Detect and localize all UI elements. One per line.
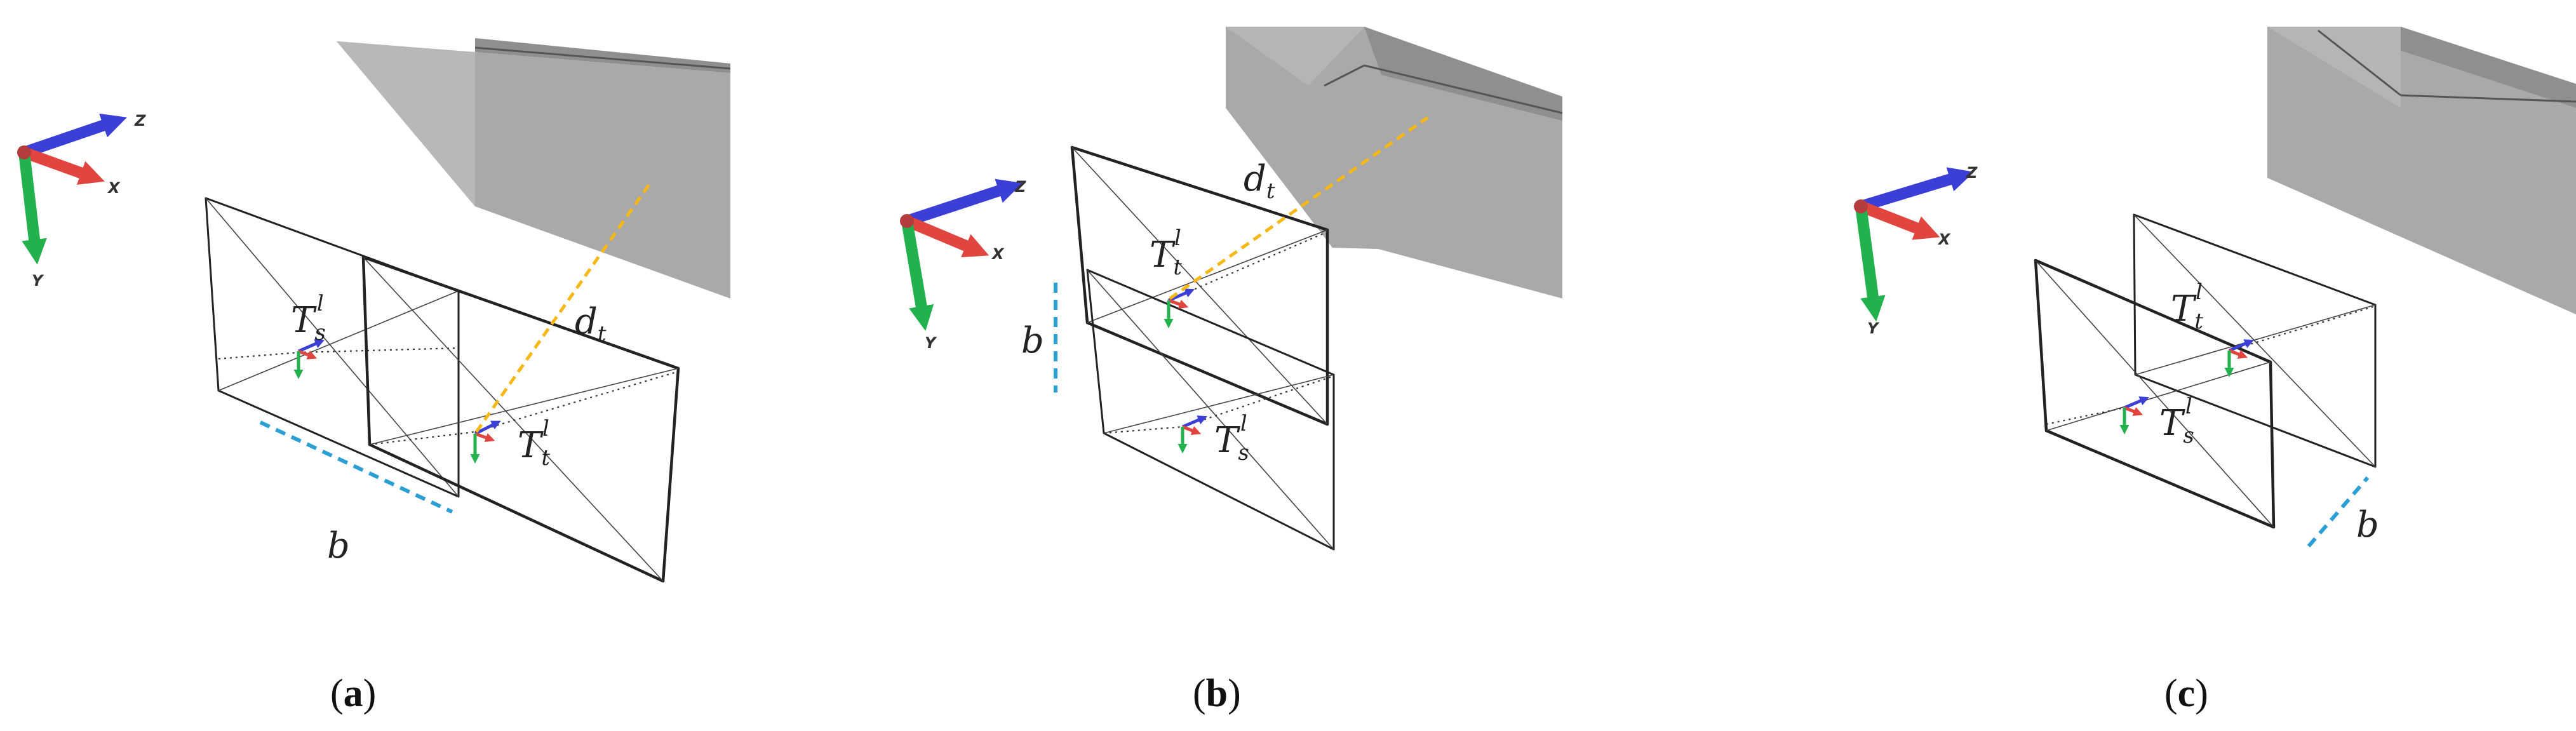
- depth-ray: [1169, 116, 1429, 300]
- source-camera-frustum: [205, 197, 460, 498]
- panel-b-label: (b): [1193, 672, 1241, 715]
- source-frame-label: Tsl: [2159, 394, 2194, 448]
- axis-y-label: Y: [32, 272, 44, 290]
- panel-c: Z X Y Ttl Tsl: [1854, 27, 2576, 715]
- axis-x-label: X: [991, 245, 1005, 263]
- panel-c-label: (c): [2164, 672, 2208, 715]
- panel-a-label: (a): [330, 672, 376, 715]
- target-frame-label: Ttl: [1150, 225, 1182, 280]
- source-camera-frustum: [1086, 269, 1335, 551]
- axis-z-label: Z: [1014, 178, 1026, 196]
- axis-x-label: X: [1937, 231, 1951, 248]
- target-camera-frustum: [2133, 213, 2377, 468]
- source-frame-axes: [293, 339, 325, 379]
- baseline-label: b: [1021, 320, 1044, 361]
- scene-object: [2267, 27, 2576, 314]
- depth-label: dt: [1244, 158, 1275, 204]
- depth-label: dt: [575, 301, 607, 347]
- source-frame-axes: [2119, 396, 2150, 434]
- scene-object: [337, 38, 731, 298]
- axis-y-label: Y: [925, 334, 937, 352]
- axis-z-label: Z: [134, 112, 146, 130]
- axis-x-label: X: [107, 179, 121, 197]
- depth-ray: [474, 180, 654, 433]
- source-camera-frustum: [2034, 258, 2276, 529]
- baseline-label: b: [327, 525, 350, 567]
- world-axes: Z X Y: [1854, 164, 1978, 337]
- baseline-marker: [259, 420, 453, 514]
- panel-b: Z X Y Ttl: [900, 0, 1563, 715]
- world-axes: Z X Y: [900, 178, 1026, 352]
- axis-y-label: Y: [1867, 319, 1880, 337]
- target-frame-axes: [470, 420, 501, 464]
- baseline-label: b: [2356, 504, 2379, 546]
- scene-object: [1226, 0, 1563, 298]
- target-frame-axes: [2224, 339, 2255, 377]
- target-camera-frustum: [361, 255, 680, 583]
- source-frame-label: Tsl: [1214, 411, 1249, 466]
- target-camera-frustum: [1070, 145, 1329, 426]
- axis-z-label: Z: [1966, 164, 1978, 182]
- target-frame-label: Ttl: [2171, 279, 2203, 334]
- source-frame-label: Tsl: [291, 291, 326, 345]
- baseline-marker: [2307, 476, 2370, 547]
- source-frame-axes: [1177, 415, 1208, 453]
- target-frame-label: Ttl: [518, 416, 550, 471]
- world-axes: Z X Y: [17, 112, 146, 290]
- panel-a: Z X Y: [17, 38, 731, 715]
